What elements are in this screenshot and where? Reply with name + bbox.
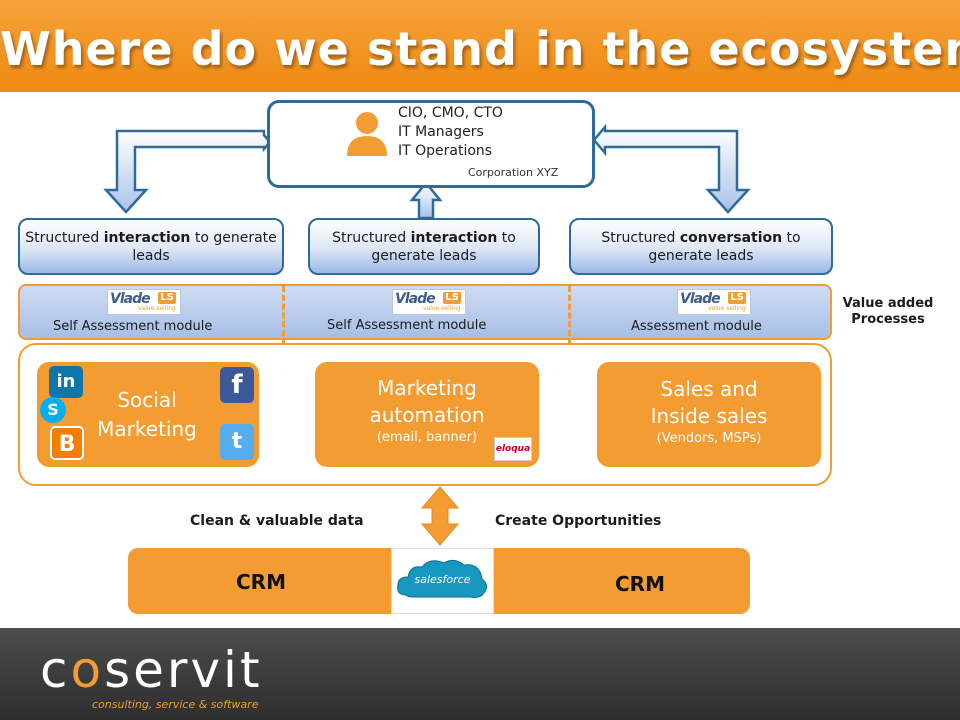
box-text-pre: Structured bbox=[332, 229, 411, 246]
box-text-post: to generate leads bbox=[371, 229, 516, 264]
person-icon bbox=[347, 112, 387, 156]
brand-o: o bbox=[70, 641, 105, 699]
conversation-box-right: Structured conversation to generate lead… bbox=[569, 218, 833, 275]
eloqua-logo: eloqua bbox=[494, 437, 532, 461]
eloqua-logo-text: eloqua bbox=[495, 444, 531, 454]
right-bent-arrow bbox=[592, 123, 751, 214]
label-line: Social bbox=[117, 388, 177, 412]
role-line: IT Operations bbox=[398, 143, 493, 159]
facebook-icon: f bbox=[220, 367, 254, 403]
footer-tagline: consulting, service & software bbox=[92, 698, 259, 711]
module-label-center: Self Assessment module bbox=[327, 318, 487, 333]
label-sub: (Vendors, MSPs) bbox=[656, 431, 762, 446]
salesforce-logo-text: salesforce bbox=[414, 573, 471, 586]
module-label-left: Self Assessment module bbox=[53, 319, 213, 334]
corporation-roles: CIO, CMO, CTO IT Managers IT Operations bbox=[398, 104, 503, 161]
logo-mark: LS bbox=[728, 292, 746, 304]
brand-part: servit bbox=[104, 641, 263, 699]
box-text-bold: interaction bbox=[103, 229, 191, 246]
create-opportunities-label: Create Opportunities bbox=[495, 513, 662, 529]
box-text-bold: conversation bbox=[679, 229, 783, 246]
interaction-box-center: Structured interaction to generate leads bbox=[308, 218, 540, 275]
salesforce-cloud-icon bbox=[397, 559, 488, 598]
vladels-logo: Vlade LS value selling bbox=[107, 289, 181, 315]
logo-tagline: value selling bbox=[138, 305, 176, 312]
logo-brand: Vlade bbox=[680, 291, 721, 307]
role-line: CIO, CMO, CTO bbox=[398, 105, 503, 121]
left-bent-arrow bbox=[103, 129, 272, 214]
sales-box: Sales and Inside sales (Vendors, MSPs) bbox=[597, 362, 821, 467]
crm-label-right: CRM bbox=[615, 572, 665, 596]
coservit-logo: coservit bbox=[40, 642, 263, 698]
label-line: Marketing bbox=[97, 417, 197, 441]
blogger-icon: B bbox=[50, 426, 84, 460]
box-text-post: to generate leads bbox=[132, 229, 277, 264]
module-label-right: Assessment module bbox=[631, 319, 762, 334]
interaction-box-left: Structured interaction to generate leads bbox=[18, 218, 284, 275]
box-text-bold: interaction bbox=[410, 229, 498, 246]
corporation-box bbox=[267, 100, 595, 188]
skype-icon: S bbox=[40, 397, 66, 423]
logo-brand: Vlade bbox=[395, 291, 436, 307]
center-up-arrow bbox=[409, 181, 443, 220]
salesforce-logo: salesforce bbox=[391, 548, 494, 614]
value-added-label: Value added Processes bbox=[842, 296, 934, 327]
logo-tagline: value selling bbox=[423, 305, 461, 312]
vladels-logo: Vlade LS value selling bbox=[677, 289, 751, 315]
clean-data-label: Clean & valuable data bbox=[190, 513, 364, 529]
corporation-name: Corporation XYZ bbox=[468, 166, 559, 179]
box-text-pre: Structured bbox=[601, 229, 680, 246]
vladels-logo: Vlade LS value selling bbox=[392, 289, 466, 315]
crm-label-left: CRM bbox=[236, 570, 286, 594]
label-line: Marketing bbox=[377, 376, 477, 400]
box-text-post: to generate leads bbox=[648, 229, 801, 264]
header-band bbox=[0, 0, 960, 92]
linkedin-icon: in bbox=[49, 366, 83, 398]
logo-mark: LS bbox=[443, 292, 461, 304]
logo-tagline: value selling bbox=[708, 305, 746, 312]
label-line: automation bbox=[369, 403, 485, 427]
brand-part: c bbox=[40, 641, 71, 699]
crm-double-arrow bbox=[420, 486, 460, 546]
box-text-pre: Structured bbox=[25, 229, 104, 246]
label-line: Sales and bbox=[660, 377, 758, 401]
label-line: Inside sales bbox=[650, 404, 768, 428]
logo-brand: Vlade bbox=[110, 291, 151, 307]
page-title: Where do we stand in the ecosystem bbox=[0, 22, 960, 76]
twitter-icon: t bbox=[220, 424, 254, 460]
footer-band bbox=[0, 628, 960, 720]
label-sub: (email, banner) bbox=[376, 430, 478, 445]
social-marketing-label: Social Marketing bbox=[82, 386, 212, 444]
role-line: IT Managers bbox=[398, 124, 484, 140]
logo-mark: LS bbox=[158, 292, 176, 304]
